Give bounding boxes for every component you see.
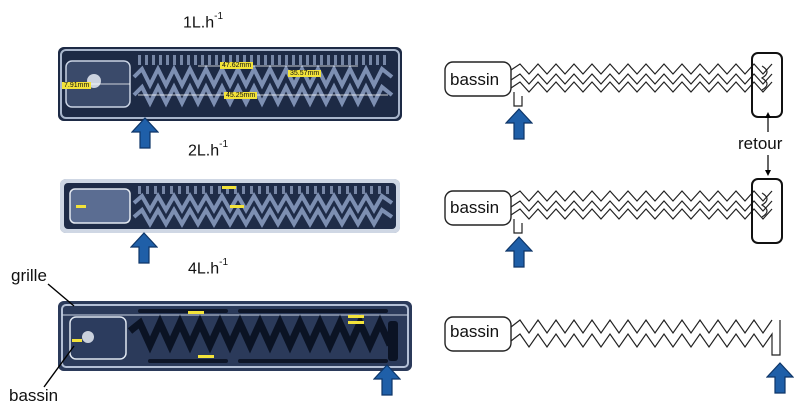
measurement-label: 47.62mm: [220, 62, 254, 69]
basin-label-2: bassin: [450, 198, 500, 217]
flow-rate-label-2: 2L.h-1: [188, 139, 229, 160]
flow-rate-exponent: -1: [219, 139, 229, 150]
device-photo-1: [58, 47, 402, 121]
flow-rate-label-1: 1L.h-1: [183, 11, 224, 32]
basin-label-3: bassin: [450, 322, 500, 341]
flow-rate-exponent: -1: [219, 257, 229, 268]
basin-label-1: bassin: [450, 70, 500, 89]
inlet-arrow-icon: [766, 362, 794, 394]
device-photo-3: [58, 301, 412, 371]
inlet-arrow-icon: [373, 364, 401, 396]
grille-label: grille: [11, 266, 47, 285]
channel-schematic-1: [444, 52, 783, 118]
flow-rate-exponent: -1: [214, 11, 224, 22]
return-label: retour: [738, 134, 783, 153]
channel-schematic-2: [444, 178, 783, 244]
inlet-arrow-icon: [130, 232, 158, 264]
device-photo-2: [60, 179, 400, 233]
bassin-label: bassin: [9, 386, 59, 405]
flow-rate-value: 1L.h: [183, 14, 215, 32]
measurement-label: 7.91mm: [62, 82, 92, 89]
flow-rate-value: 2L.h: [188, 142, 220, 160]
flow-rate-value: 4L.h: [188, 260, 220, 278]
inlet-arrow-icon: [131, 117, 159, 149]
channel-schematic-3: [444, 316, 781, 356]
inlet-arrow-icon: [505, 236, 533, 268]
measurement-label: 35.57mm: [288, 70, 322, 77]
flow-rate-label-3: 4L.h-1: [188, 257, 229, 278]
measurement-label: 45.25mm: [224, 92, 258, 99]
inlet-arrow-icon: [505, 108, 533, 140]
